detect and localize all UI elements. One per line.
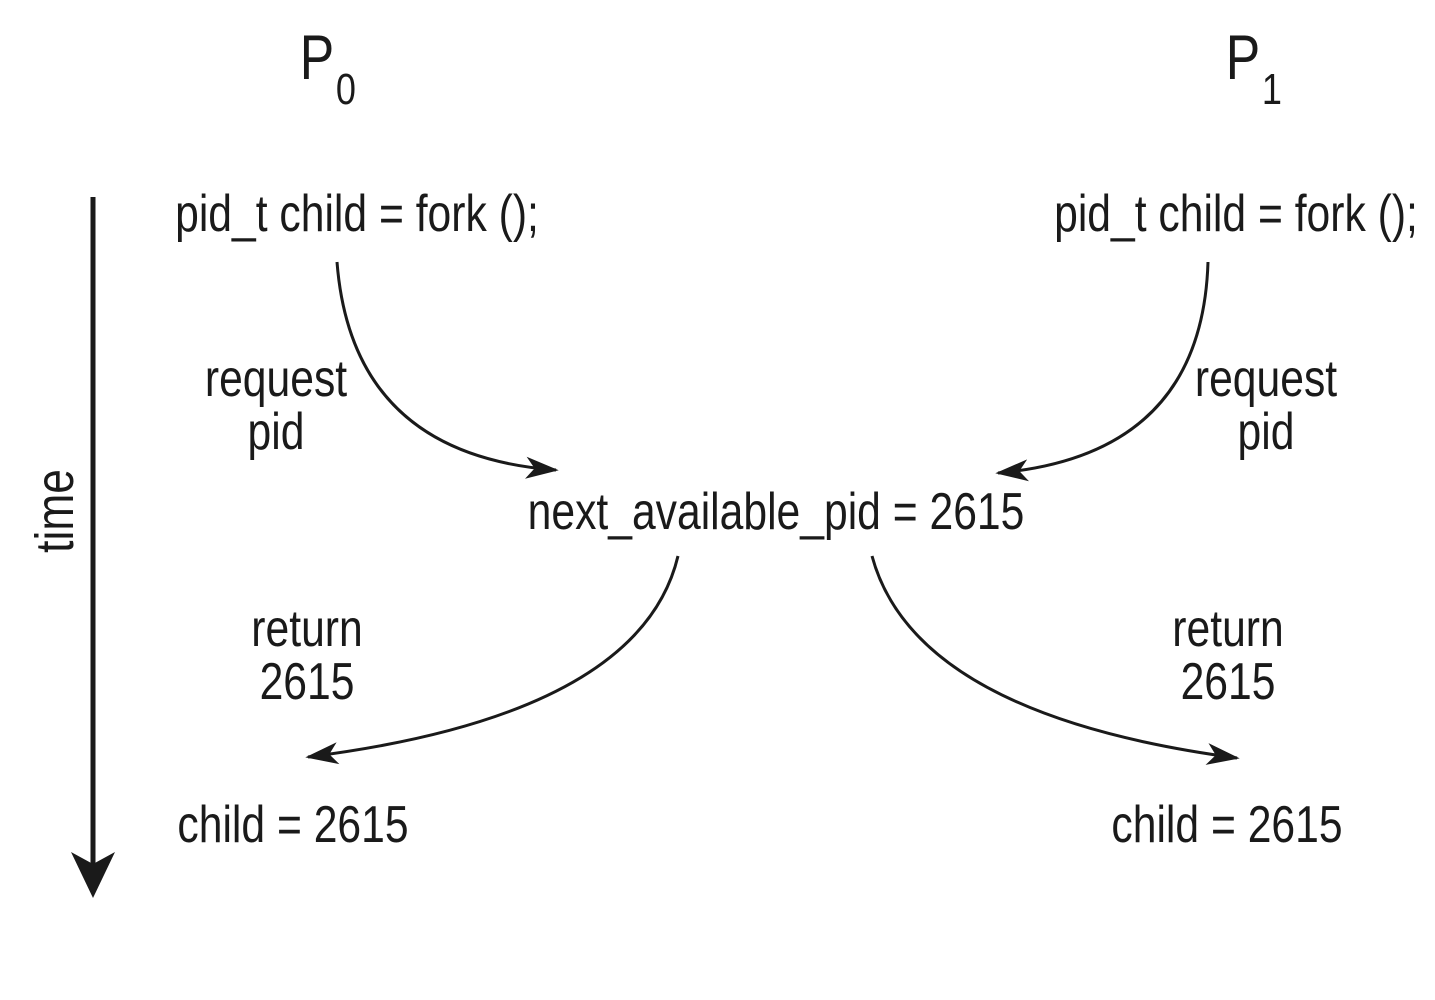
process-label-p1: P1 <box>1226 27 1282 112</box>
shared-pid-variable: next_available_pid = 2615 <box>527 483 1025 541</box>
time-axis-arrowhead-icon <box>71 852 115 898</box>
return-label-left-line1: return <box>251 600 363 658</box>
request-pid-label-right-line2: pid <box>1237 403 1295 461</box>
request-pid-arrow-left <box>335 261 559 479</box>
process-p1-subscript: 1 <box>1261 65 1282 114</box>
process-label-p0: P0 <box>300 27 356 112</box>
request-pid-arrow-right <box>995 261 1210 482</box>
time-axis-label: time <box>25 469 85 553</box>
request-pid-label-right: request pid <box>1195 353 1337 459</box>
process-p1-name: P <box>1225 23 1261 93</box>
return-label-right: return 2615 <box>1172 603 1283 709</box>
request-pid-label-right-line1: request <box>1194 350 1338 408</box>
child-result-right: child = 2615 <box>1111 796 1343 854</box>
return-pid-arrow-right <box>870 555 1240 765</box>
request-pid-label-left-line1: request <box>204 350 348 408</box>
process-p0-name: P <box>299 23 335 93</box>
fork-call-left: pid_t child = fork (); <box>175 185 539 243</box>
return-label-left: return 2615 <box>251 603 362 709</box>
request-pid-label-left-line2: pid <box>247 403 305 461</box>
return-label-right-line2: 2615 <box>1180 653 1276 711</box>
return-label-left-line2: 2615 <box>259 653 355 711</box>
process-p0-subscript: 0 <box>335 65 356 114</box>
return-label-right-line1: return <box>1172 600 1284 658</box>
child-result-left: child = 2615 <box>177 796 409 854</box>
return-pid-arrow-left <box>305 555 680 765</box>
request-pid-label-left: request pid <box>205 353 347 459</box>
fork-call-right: pid_t child = fork (); <box>1054 185 1418 243</box>
